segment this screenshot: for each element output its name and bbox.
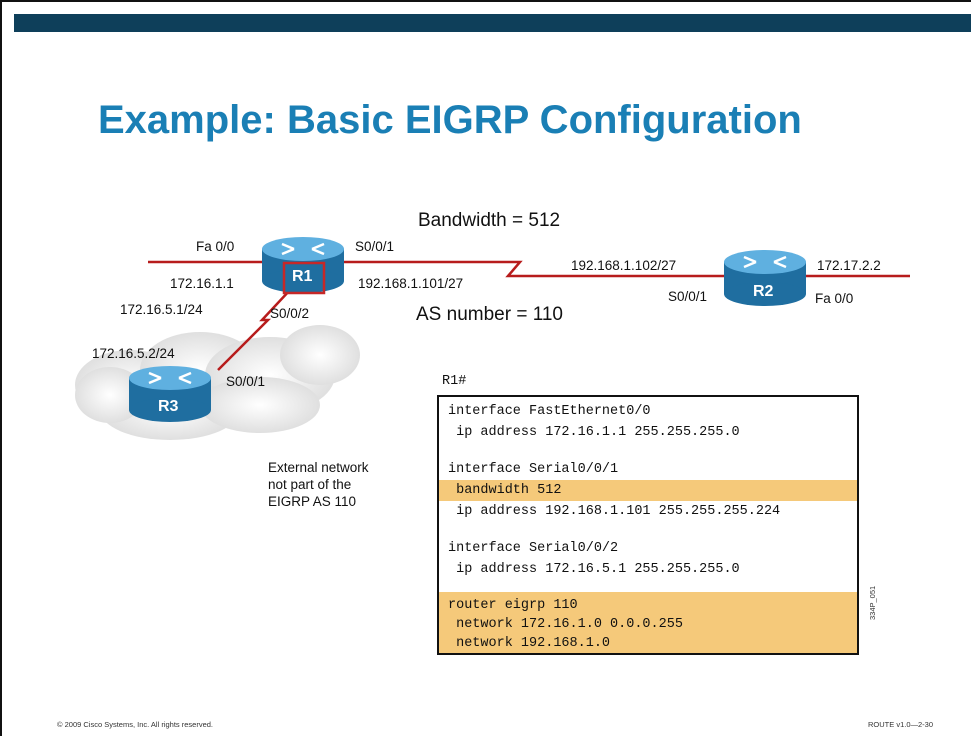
r2-fa00-label: Fa 0/0: [815, 291, 854, 306]
r1-highlight-box: [282, 261, 326, 295]
router-r3: [129, 366, 211, 422]
r3-s001-label: S0/0/1: [226, 374, 266, 389]
router-r3-label: R3: [158, 398, 179, 415]
as-number-label: AS number = 110: [416, 304, 563, 325]
r2-fa00-ip: 172.17.2.2: [817, 258, 881, 273]
config-line: ip address 172.16.1.1 255.255.255.0: [448, 425, 740, 440]
router-r2-label: R2: [753, 283, 774, 300]
config-line: ip address 192.168.1.101 255.255.255.224: [448, 504, 781, 519]
router-eigrp-highlight: [439, 592, 857, 653]
r1-s001-ip: 192.168.1.101/27: [358, 276, 464, 291]
config-line: router eigrp 110: [448, 598, 578, 613]
router-r1-label: R1: [292, 268, 313, 285]
config-line: interface Serial0/0/2: [448, 541, 619, 556]
r1-fa00-label: Fa 0/0: [196, 239, 235, 254]
router-r2: [724, 250, 806, 306]
bandwidth-label: Bandwidth = 512: [418, 210, 561, 231]
config-line: interface FastEthernet0/0: [448, 404, 651, 419]
r1-s002-ip: 172.16.5.1/24: [120, 302, 203, 317]
r1-fa00-ip: 172.16.1.1: [170, 276, 234, 291]
config-line: network 172.16.1.0 0.0.0.255: [448, 617, 683, 632]
external-note-line3: EIGRP AS 110: [268, 494, 357, 509]
r1-s002-label: S0/0/2: [270, 306, 310, 321]
external-cloud: [75, 325, 360, 440]
config-prompt: R1#: [442, 374, 467, 389]
course-footer: ROUTE v1.0—2-30: [868, 720, 934, 729]
header-bar: [14, 14, 971, 32]
figure-id: 334P_051: [868, 585, 877, 620]
config-line: interface Serial0/0/1: [448, 462, 619, 477]
r2-s001-ip: 192.168.1.102/27: [571, 258, 677, 273]
serial-link-r1-r2: [340, 260, 728, 278]
external-note-line1: External network: [268, 460, 369, 475]
router-r1: [262, 237, 344, 295]
slide-title: Example: Basic EIGRP Configuration: [98, 98, 802, 142]
r1-s001-label: S0/0/1: [355, 239, 395, 254]
config-line: network 192.168.1.0: [448, 636, 611, 651]
r3-ip: 172.16.5.2/24: [92, 346, 175, 361]
config-line: ip address 172.16.5.1 255.255.255.0: [448, 562, 740, 577]
external-note-line2: not part of the: [268, 477, 352, 492]
r2-s001-label: S0/0/1: [668, 289, 708, 304]
copyright-footer: © 2009 Cisco Systems, Inc. All rights re…: [57, 720, 214, 729]
serial-link-r1-r3: [217, 289, 291, 371]
config-line-bandwidth: bandwidth 512: [439, 480, 857, 501]
config-box: interface FastEthernet0/0 ip address 172…: [437, 395, 859, 655]
